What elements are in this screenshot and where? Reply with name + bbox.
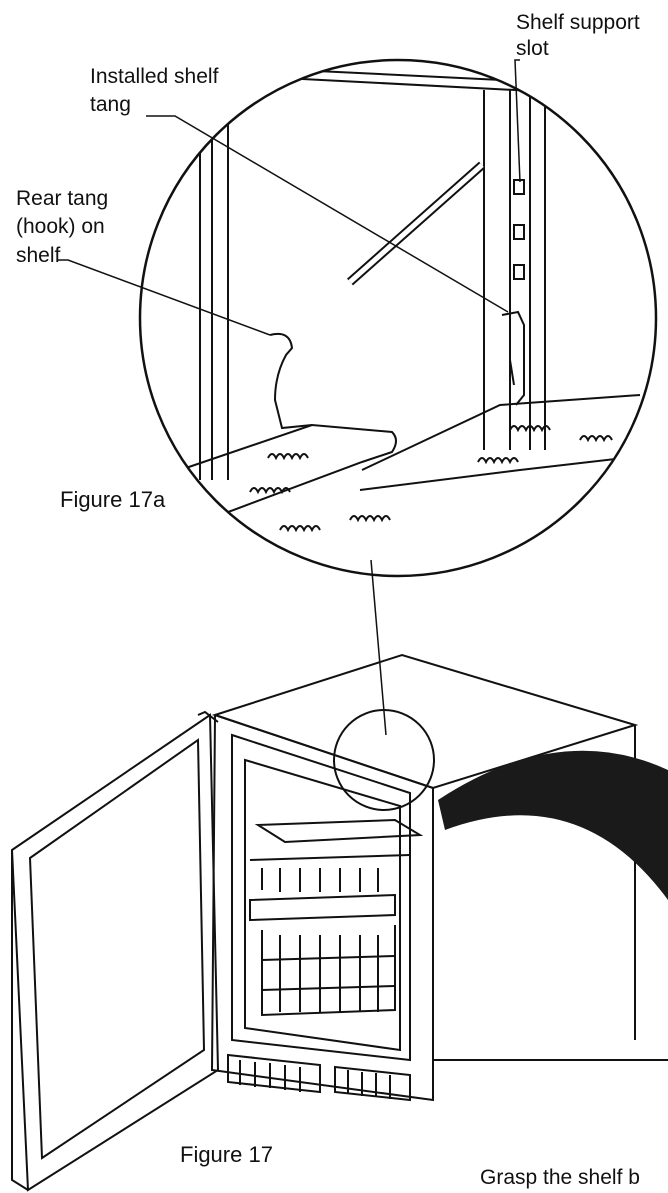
label-installed-shelf-tang-1: Installed shelf <box>90 65 219 88</box>
label-shelf-support-slot-2: slot <box>516 37 549 60</box>
label-rear-tang-3: shelf <box>16 244 61 267</box>
label-shelf-support-slot-1: Shelf support <box>516 11 640 34</box>
caption-text: Grasp the shelf b <box>480 1166 640 1189</box>
label-rear-tang-2: (hook) on <box>16 215 105 238</box>
figure-17-label: Figure 17 <box>180 1142 273 1167</box>
label-installed-shelf-tang-2: tang <box>90 93 131 116</box>
figure-17a-label: Figure 17a <box>60 487 166 512</box>
leader-lines <box>58 59 521 736</box>
hand-shape <box>438 750 668 900</box>
refrigerator <box>10 653 668 1192</box>
label-rear-tang-1: Rear tang <box>16 187 109 210</box>
